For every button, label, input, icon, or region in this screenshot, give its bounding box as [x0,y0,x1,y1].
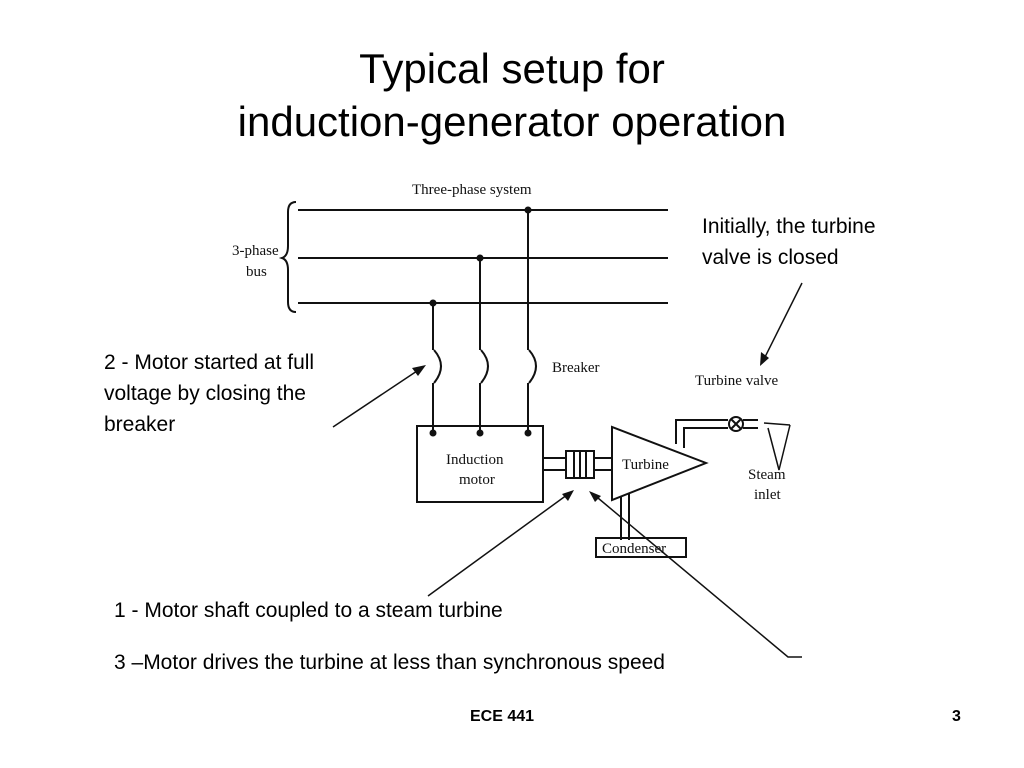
valve-annotation-line-1: Initially, the turbine [702,215,876,238]
bus-label-1: 3-phase [232,243,279,259]
induction-motor-box [416,425,544,503]
steam-pipe-outer [675,419,728,444]
terminal-dot [429,429,437,437]
slide-title: Typical setup for induction-generator op… [0,42,1024,148]
valve-annotation-line-2: valve is closed [702,246,839,269]
footer-page-number: 3 [952,708,961,725]
turbine-label: Turbine [622,457,669,473]
breaker-annotation-line-2: voltage by closing the [104,382,306,405]
drives-arrow-line [591,492,802,658]
coupling-arrowhead [562,490,574,501]
valve-annotation: Initially, the turbine valve is closed [702,211,876,273]
drives-arrowhead [589,491,601,502]
induction-motor-label-1: Induction [446,452,504,468]
breaker-contact-1 [433,349,442,384]
breaker-contact-2 [480,349,489,384]
breaker-annotation: 2 - Motor started at full voltage by clo… [104,347,314,440]
steam-inlet-pointer [767,424,791,471]
title-line-2: induction-generator operation [237,98,787,145]
drives-annotation: 3 –Motor drives the turbine at less than… [114,651,665,674]
induction-motor-label-2: motor [459,472,495,488]
bus-brace [278,201,297,313]
junction-dot [476,254,484,262]
bus-label-2: bus [246,264,267,280]
condenser-box [595,537,687,558]
breaker-label: Breaker [552,360,599,376]
coupled-annotation: 1 - Motor shaft coupled to a steam turbi… [114,599,503,622]
valve-arrowhead [760,352,769,366]
title-line-1: Typical setup for [359,45,665,92]
valve-body [728,416,744,432]
condenser-label: Condenser [602,541,666,557]
three-phase-system-label: Three-phase system [412,182,532,198]
breaker-contact-3 [528,349,537,384]
steam-pipe-inner [683,427,728,448]
breaker-annotation-line-1: 2 - Motor started at full [104,351,315,374]
junction-dot [429,299,437,307]
terminal-dot [524,429,532,437]
breaker-arrow-line [332,366,424,428]
terminal-dot [476,429,484,437]
turbine-valve-label: Turbine valve [695,373,779,389]
steam-inlet-label-2: inlet [754,487,781,503]
turbine-triangle [611,425,709,502]
steam-inlet-label-1: Steam [748,467,786,483]
valve-arrow-line [761,282,803,364]
junction-dot [524,206,532,214]
coupling-arrow-line [427,491,572,597]
footer-course: ECE 441 [470,708,535,725]
breaker-annotation-line-3: breaker [104,413,176,436]
breaker-arrowhead [412,365,426,376]
